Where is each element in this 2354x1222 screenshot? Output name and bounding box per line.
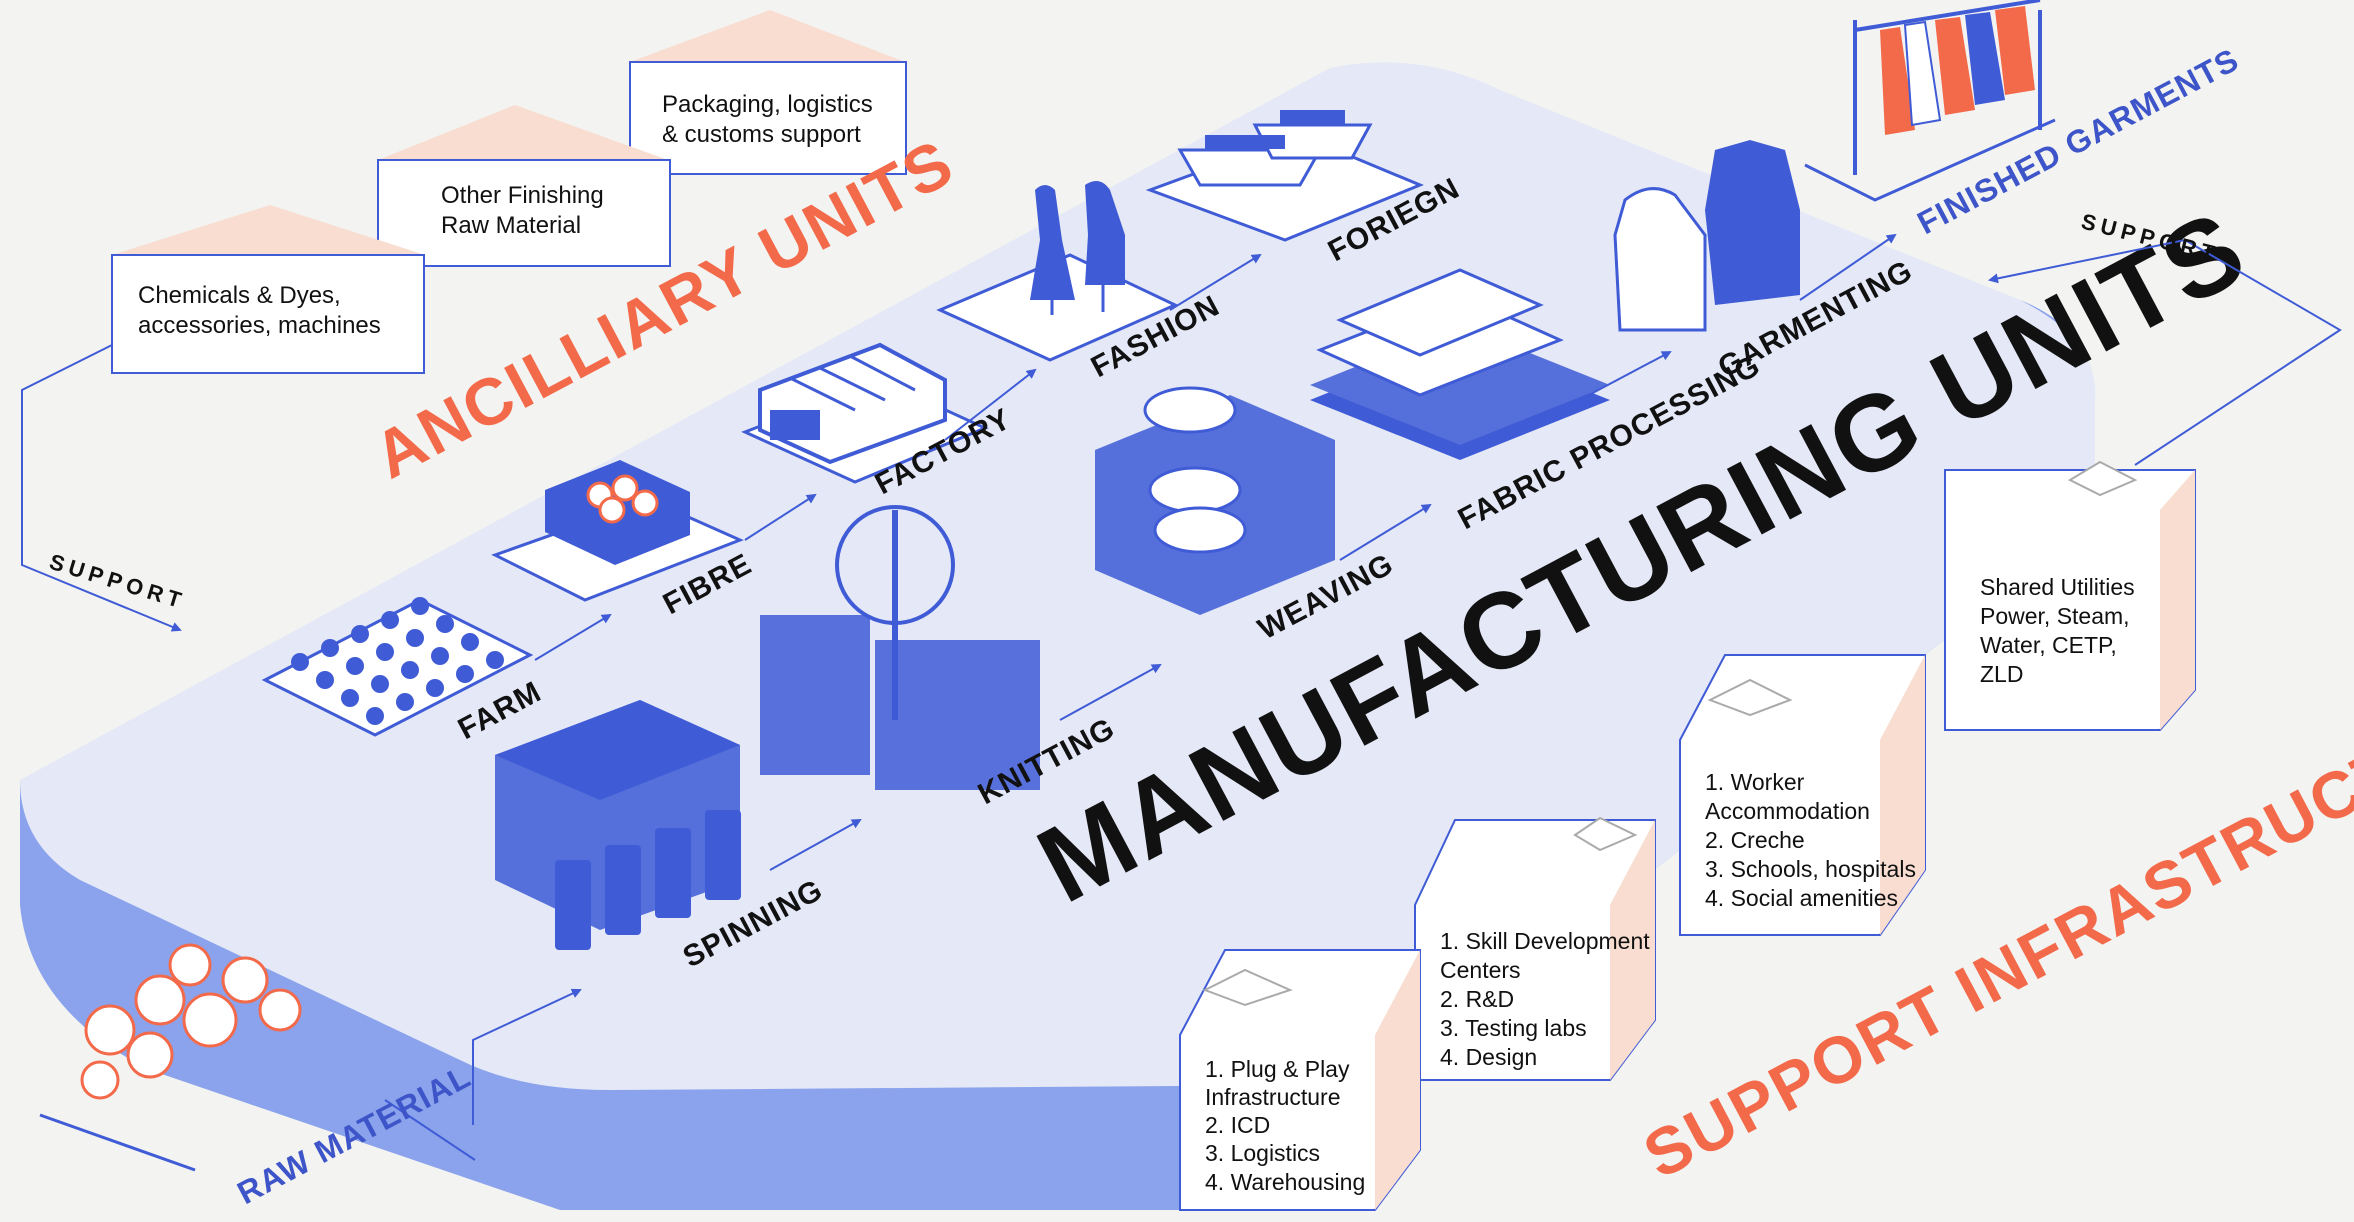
building-3-line-1: 1. Worker (1705, 769, 1805, 795)
farm-illustration (261, 597, 534, 737)
building-4-line-1: Shared Utilities (1980, 574, 2135, 600)
building-skill-development: 1. Skill Development Centers 2. R&D 3. T… (1414, 816, 1656, 1081)
spinning-illustration (495, 700, 741, 950)
knitting-illustration (760, 505, 1040, 790)
finished-garments-illustration (1804, 0, 2056, 202)
ancillary-box-2-line-2: Raw Material (441, 212, 581, 239)
building-worker-accommodation: 1. Worker Accommodation 2. Creche 3. Sch… (1679, 654, 1926, 936)
building-4-line-3: Water, CETP, (1980, 632, 2117, 658)
ancillary-box-3-line-1: Packaging, logistics (662, 91, 873, 118)
building-1-line-5: 4. Warehousing (1205, 1169, 1365, 1195)
building-shared-utilities: Shared Utilities Power, Steam, Water, CE… (1944, 460, 2196, 731)
building-1-line-3: 2. ICD (1205, 1112, 1270, 1138)
ancillary-box-3-line-2: & customs support (662, 121, 861, 148)
building-3-line-2: Accommodation (1705, 798, 1870, 824)
fibre-illustration (491, 460, 744, 602)
ancillary-box-finishing (377, 159, 671, 267)
fabric-processing-illustration (1310, 268, 1610, 460)
foriegn-illustration (1145, 110, 1424, 242)
left-support-connector: SUPPORT (21, 344, 189, 632)
building-2-line-2: Centers (1440, 957, 1521, 983)
box-roof (630, 10, 905, 62)
building-2-line-3: 2. R&D (1440, 986, 1514, 1012)
building-2-line-1: 1. Skill Development (1440, 928, 1650, 954)
box-roof (378, 105, 668, 160)
garmenting-illustration (1613, 140, 1800, 332)
raw-material-illustration (39, 943, 476, 1172)
support-buildings: Shared Utilities Power, Steam, Water, CE… (1179, 460, 2196, 1211)
ancillary-box-1-line-1: Chemicals & Dyes, (138, 282, 341, 309)
factory-illustration (741, 342, 989, 484)
building-3-line-4: 3. Schools, hospitals (1705, 856, 1916, 882)
ancillary-box-chemicals (111, 254, 425, 374)
ancillary-box-1-line-2: accessories, machines (138, 312, 381, 339)
bottom-row-flow (472, 140, 1897, 1125)
weaving-illustration (1095, 386, 1335, 615)
building-3-line-3: 2. Creche (1705, 827, 1805, 853)
box-roof (112, 205, 425, 255)
building-1-line-2: Infrastructure (1205, 1084, 1341, 1110)
building-2-line-4: 3. Testing labs (1440, 1015, 1587, 1041)
top-row-flow (261, 110, 1424, 737)
fashion-illustration (936, 181, 1179, 362)
building-4-line-2: Power, Steam, (1980, 603, 2130, 629)
building-2-line-5: 4. Design (1440, 1044, 1537, 1070)
building-3-line-5: 4. Social amenities (1705, 885, 1898, 911)
ancillary-box-packaging (629, 61, 907, 175)
building-1-line-1: 1. Plug & Play (1205, 1056, 1350, 1082)
building-plug-and-play: 1. Plug & Play Infrastructure 2. ICD 3. … (1179, 949, 1421, 1211)
building-4-line-4: ZLD (1980, 661, 2023, 687)
ancillary-box-2-line-1: Other Finishing (441, 182, 604, 209)
building-1-line-4: 3. Logistics (1205, 1140, 1320, 1166)
ancillary-boxes: Packaging, logistics & customs support O… (111, 10, 907, 374)
